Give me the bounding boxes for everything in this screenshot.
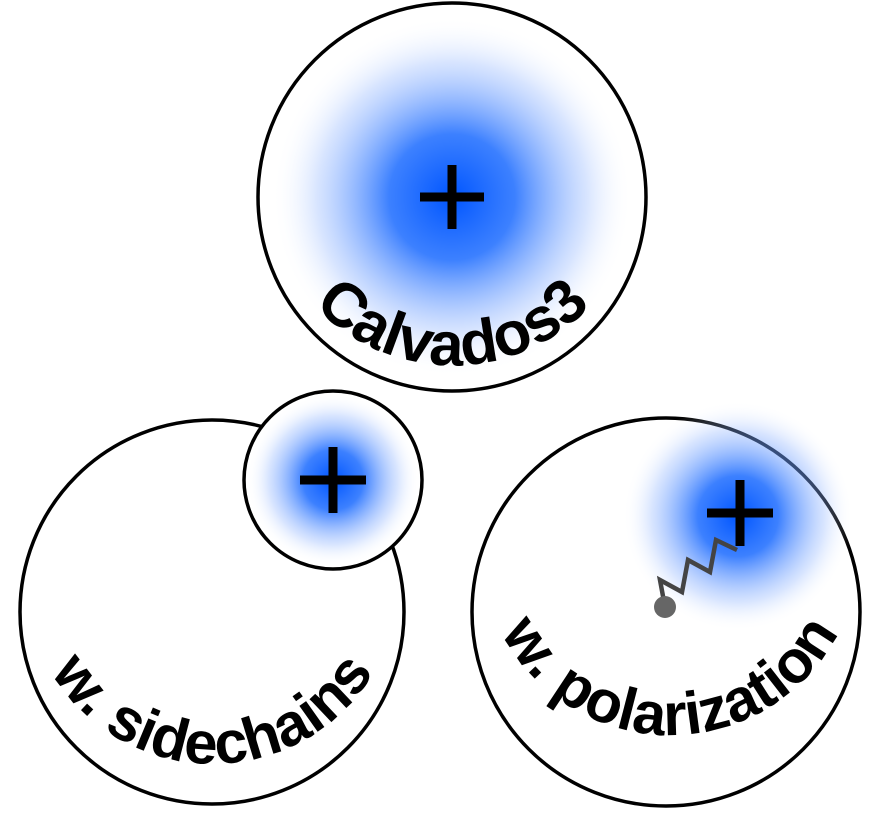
sidechains-label: w. sidechains bbox=[39, 639, 385, 777]
calvados3-plus-icon bbox=[420, 165, 484, 229]
sidechain-outline bbox=[242, 389, 424, 571]
anchor-dot-icon bbox=[654, 596, 676, 618]
polarization-outline bbox=[470, 416, 862, 808]
zigzag-spring-icon bbox=[656, 536, 738, 608]
sidechains-backbone-outline bbox=[18, 418, 406, 806]
polarization-label: w. polarization bbox=[489, 602, 850, 748]
polarization-bead: w. polarization bbox=[470, 401, 862, 808]
calvados3-bead: Calvados3 bbox=[256, 1, 648, 393]
sidechain-plus-icon bbox=[300, 447, 366, 513]
sidechains-bead: w. sidechains bbox=[18, 389, 424, 806]
calvados3-outline bbox=[256, 1, 648, 393]
polarization-plus-icon bbox=[707, 480, 773, 546]
